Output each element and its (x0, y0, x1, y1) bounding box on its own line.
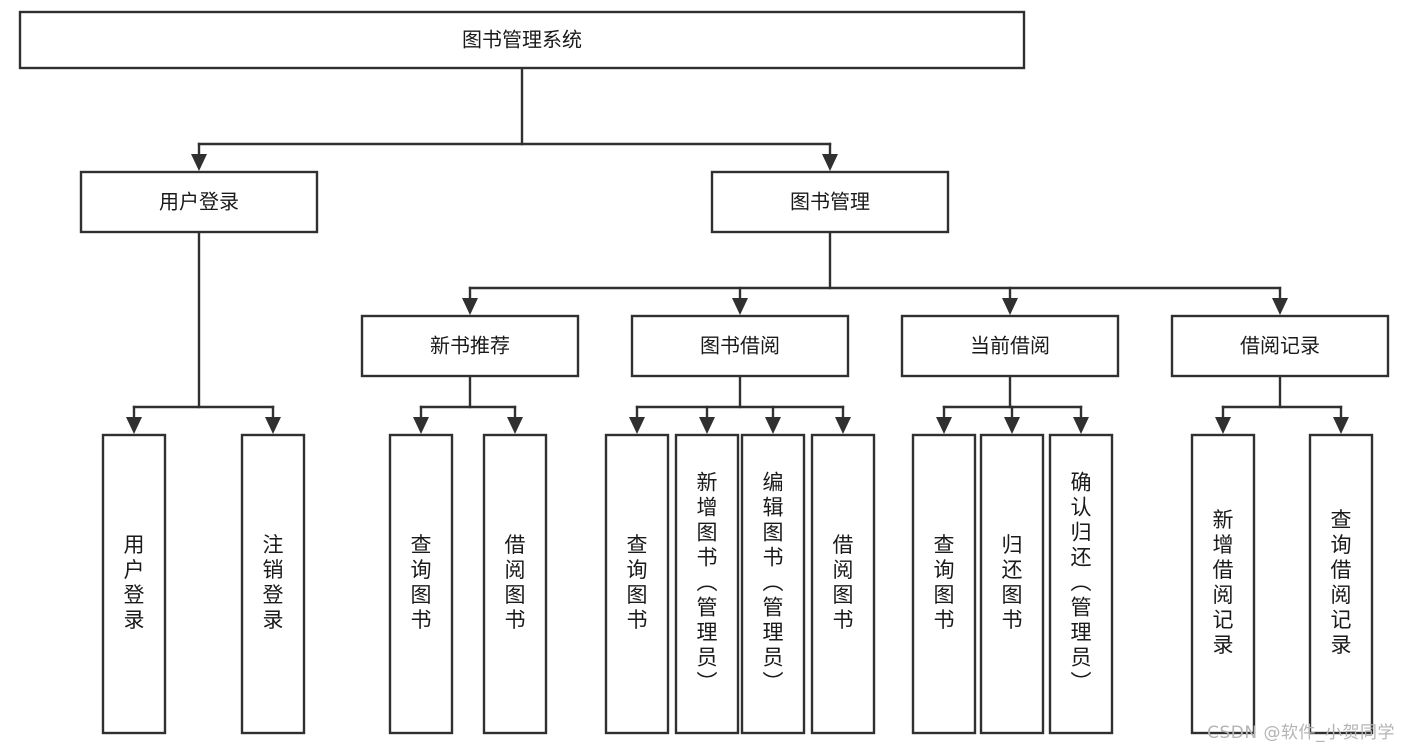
node-box-leaf-borrow-book-2 (810, 433, 876, 735)
edge-group-book-borrow (629, 374, 851, 434)
node-leaf-query-book-3[interactable]: 查询图书 (911, 433, 977, 735)
arrow-head-icon (1073, 417, 1089, 434)
arrow-head-icon (936, 417, 952, 434)
node-new-book-rec[interactable]: 新书推荐 (360, 314, 580, 378)
arrow-head-icon (413, 417, 429, 434)
node-leaf-add-book[interactable]: 新增图书︵管理员︶ (674, 433, 740, 735)
node-label-leaf-edit-book: 编辑图书︵管理员︶ (763, 470, 784, 694)
node-leaf-query-book-2[interactable]: 查询图书 (604, 433, 670, 735)
arrow-head-icon (191, 154, 207, 171)
node-leaf-user-login[interactable]: 用户登录 (101, 433, 167, 735)
node-box-leaf-add-record (1190, 433, 1256, 735)
node-current-borrow[interactable]: 当前借阅 (900, 314, 1120, 378)
arrow-head-icon (1004, 417, 1020, 434)
node-label-leaf-add-book: 新增图书︵管理员︶ (697, 470, 718, 694)
node-leaf-query-book-1[interactable]: 查询图书 (388, 433, 454, 735)
node-leaf-return-book[interactable]: 归还图书 (979, 433, 1045, 735)
arrow-head-icon (1215, 417, 1231, 434)
node-box-leaf-logout (240, 433, 306, 735)
node-leaf-borrow-book-1[interactable]: 借阅图书 (482, 433, 548, 735)
edge-group-root (191, 66, 838, 171)
node-leaf-add-record[interactable]: 新增借阅记录 (1190, 433, 1256, 735)
node-box-leaf-return-book (979, 433, 1045, 735)
node-label-leaf-confirm-return: 确认归还︵管理员︶ (1071, 470, 1092, 694)
node-label-leaf-add-record: 新增借阅记录 (1213, 508, 1234, 657)
edge-group-user-login (126, 230, 281, 434)
node-box-leaf-query-book-3 (911, 433, 977, 735)
arrow-head-icon (835, 417, 851, 434)
node-box-current-borrow (900, 314, 1120, 378)
arrow-head-icon (265, 417, 281, 434)
edge-group-current-borrow (936, 374, 1089, 434)
node-leaf-logout[interactable]: 注销登录 (240, 433, 306, 735)
edge-group-book-manage (462, 230, 1288, 315)
node-label-leaf-query-book-1: 查询图书 (411, 533, 432, 632)
arrow-head-icon (1002, 298, 1018, 315)
node-box-leaf-query-record (1308, 433, 1374, 735)
arrow-head-icon (822, 154, 838, 171)
node-borrow-record[interactable]: 借阅记录 (1170, 314, 1390, 378)
node-label-leaf-query-book-2: 查询图书 (627, 533, 648, 632)
node-label-root: 图书管理系统 (462, 28, 582, 52)
node-label-leaf-return-book: 归还图书 (1002, 533, 1023, 632)
node-box-borrow-record (1170, 314, 1390, 378)
arrow-head-icon (462, 298, 478, 315)
arrow-head-icon (126, 417, 142, 434)
node-box-new-book-rec (360, 314, 580, 378)
node-label-leaf-logout: 注销登录 (263, 533, 284, 632)
node-label-book-manage: 图书管理 (790, 190, 870, 214)
node-label-user-login: 用户登录 (159, 190, 239, 214)
node-box-leaf-query-book-1 (388, 433, 454, 735)
node-box-leaf-borrow-book-1 (482, 433, 548, 735)
arrow-head-icon (699, 417, 715, 434)
node-box-book-manage (710, 170, 950, 234)
node-label-new-book-rec: 新书推荐 (430, 334, 510, 358)
node-box-leaf-user-login (101, 433, 167, 735)
node-leaf-borrow-book-2[interactable]: 借阅图书 (810, 433, 876, 735)
node-label-current-borrow: 当前借阅 (970, 334, 1050, 358)
node-label-leaf-borrow-book-1: 借阅图书 (505, 533, 526, 632)
node-label-leaf-borrow-book-2: 借阅图书 (833, 533, 854, 632)
node-box-leaf-add-book (674, 433, 740, 735)
nodes-layer: 图书管理系统用户登录图书管理新书推荐图书借阅当前借阅借阅记录用户登录注销登录查询… (18, 10, 1390, 735)
node-box-root (18, 10, 1026, 70)
arrow-head-icon (732, 298, 748, 315)
node-leaf-edit-book[interactable]: 编辑图书︵管理员︶ (740, 433, 806, 735)
node-label-leaf-query-book-3: 查询图书 (934, 533, 955, 632)
arrow-head-icon (507, 417, 523, 434)
node-label-borrow-record: 借阅记录 (1240, 334, 1320, 358)
node-label-book-borrow: 图书借阅 (700, 334, 780, 358)
arrow-head-icon (1272, 298, 1288, 315)
node-user-login[interactable]: 用户登录 (79, 170, 319, 234)
arrow-head-icon (629, 417, 645, 434)
node-box-leaf-query-book-2 (604, 433, 670, 735)
node-box-user-login (79, 170, 319, 234)
node-box-leaf-edit-book (740, 433, 806, 735)
node-leaf-confirm-return[interactable]: 确认归还︵管理员︶ (1048, 433, 1114, 735)
node-label-leaf-user-login: 用户登录 (124, 533, 145, 632)
node-box-book-borrow (630, 314, 850, 378)
edge-group-borrow-record (1215, 374, 1349, 434)
node-leaf-query-record[interactable]: 查询借阅记录 (1308, 433, 1374, 735)
edges-layer (126, 66, 1349, 434)
node-label-leaf-query-record: 查询借阅记录 (1331, 508, 1352, 657)
node-box-leaf-confirm-return (1048, 433, 1114, 735)
arrow-head-icon (1333, 417, 1349, 434)
node-root[interactable]: 图书管理系统 (18, 10, 1026, 70)
node-book-manage[interactable]: 图书管理 (710, 170, 950, 234)
edge-group-new-book-rec (413, 374, 523, 434)
arrow-head-icon (765, 417, 781, 434)
node-book-borrow[interactable]: 图书借阅 (630, 314, 850, 378)
